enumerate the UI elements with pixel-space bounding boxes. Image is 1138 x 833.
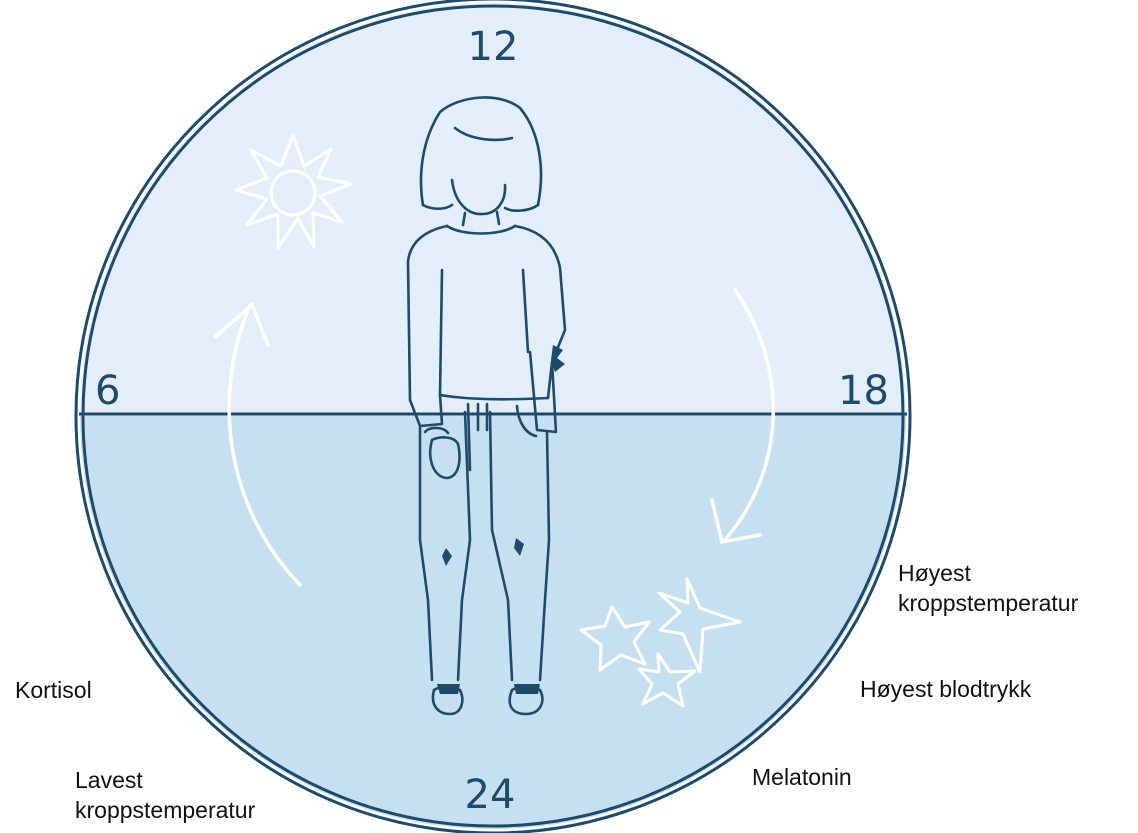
hour-label-18: 18 <box>838 368 889 414</box>
hour-label-6: 6 <box>95 368 120 414</box>
annotation-line: kroppstemperatur <box>75 795 255 825</box>
annotation-cortisol: Kortisol <box>15 675 92 705</box>
annotation-highest-blood-pressure: Høyest blodtrykk <box>860 674 1031 704</box>
hour-label-12: 12 <box>468 24 519 70</box>
annotation-line: Lavest <box>75 765 255 795</box>
annotation-lowest-body-temp: Lavest kroppstemperatur <box>75 765 255 825</box>
annotation-highest-body-temp: Høyest kroppstemperatur <box>898 558 1078 618</box>
annotation-melatonin: Melatonin <box>752 762 852 792</box>
annotation-line: Høyest <box>898 558 1078 588</box>
annotation-line: kroppstemperatur <box>898 588 1078 618</box>
hour-label-24: 24 <box>465 772 516 818</box>
